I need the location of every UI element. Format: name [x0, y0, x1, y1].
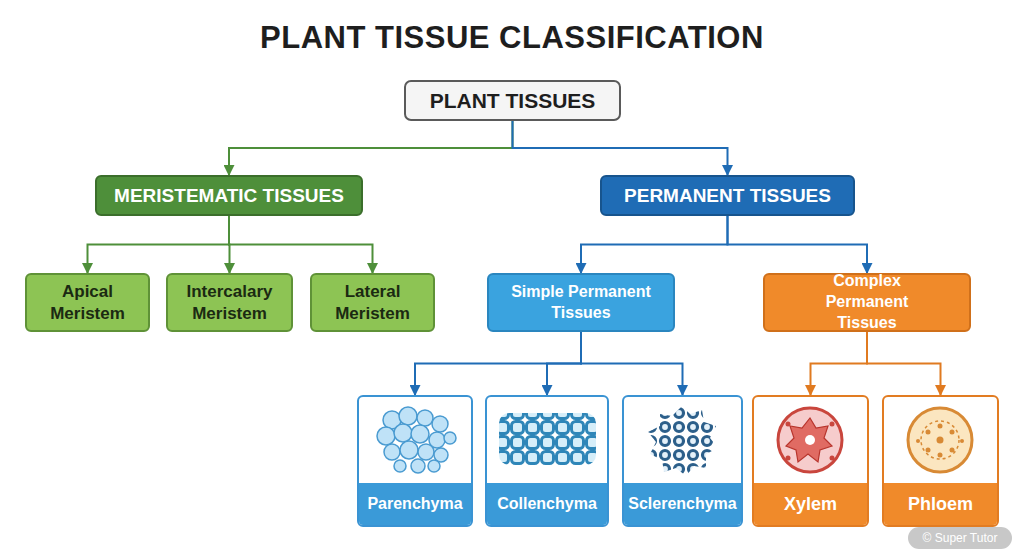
watermark: © Super Tutor — [908, 527, 1012, 549]
tissue-card: Phloem — [882, 395, 999, 527]
subtype-box: Complex Permanent Tissues — [763, 273, 971, 332]
root-box: PLANT TISSUES — [404, 80, 621, 121]
tissue-card: Parenchyma — [357, 395, 473, 527]
category-box: PERMANENT TISSUES — [600, 175, 855, 216]
node-label: MERISTEMATIC TISSUES — [114, 185, 344, 207]
tissue-card: Collenchyma — [485, 395, 609, 527]
diagram-title: PLANT TISSUE CLASSIFICATION — [0, 20, 1024, 56]
node-label: Parenchyma — [359, 483, 471, 525]
connector-arrow — [547, 332, 581, 395]
subtype-box: Simple Permanent Tissues — [487, 273, 675, 332]
node-label: PLANT TISSUES — [430, 89, 596, 113]
connector-arrow — [229, 121, 513, 175]
node-label: Complex Permanent Tissues — [795, 271, 939, 333]
connector-arrow — [811, 332, 868, 395]
category-box: MERISTEMATIC TISSUES — [95, 175, 363, 216]
node-label: Xylem — [754, 483, 867, 525]
tissue-card: Xylem — [752, 395, 869, 527]
node-label: PERMANENT TISSUES — [624, 185, 831, 207]
connector-arrow — [88, 216, 230, 273]
node-label: Intercalary Meristem — [168, 281, 291, 324]
connector-arrow — [229, 216, 373, 273]
subtype-box: Lateral Meristem — [310, 273, 435, 332]
connector-arrow — [513, 121, 728, 175]
node-label: Simple Permanent Tissues — [503, 282, 659, 324]
connector-arrow — [728, 216, 868, 273]
node-label: Apical Meristem — [27, 281, 148, 324]
node-label: Collenchyma — [487, 483, 607, 525]
node-label: Sclerenchyma — [624, 483, 741, 525]
node-label: Phloem — [884, 483, 997, 525]
connector-arrow — [581, 216, 728, 273]
subtype-box: Intercalary Meristem — [166, 273, 293, 332]
node-label: Lateral Meristem — [312, 281, 433, 324]
subtype-box: Apical Meristem — [25, 273, 150, 332]
connector-arrow — [867, 332, 941, 395]
tissue-card: Sclerenchyma — [622, 395, 743, 527]
connector-arrow — [581, 332, 683, 395]
connector-arrow — [415, 332, 581, 395]
